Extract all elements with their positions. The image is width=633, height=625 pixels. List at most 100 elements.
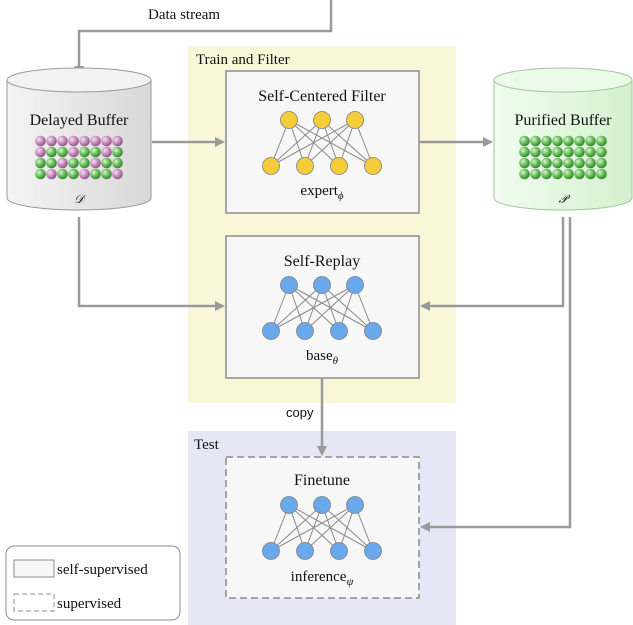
data-sample-ball (541, 146, 552, 158)
data-sample-ball (90, 146, 101, 158)
data-sample-ball (57, 146, 68, 158)
network-node (346, 111, 364, 129)
data-sample-ball (101, 168, 112, 180)
data-sample-ball (574, 157, 585, 169)
data-sample-ball (112, 157, 123, 169)
legend-solid-swatch (13, 559, 55, 578)
data-sample-ball (596, 146, 607, 158)
purified-buffer-balls (519, 135, 607, 180)
data-sample-ball (585, 168, 596, 180)
purified-to-finetune-arrow (420, 217, 572, 532)
legend-supervised-label: supervised (57, 596, 122, 612)
filter-network (262, 111, 382, 175)
finetune-title: Finetune (294, 472, 350, 489)
data-sample-ball (596, 135, 607, 147)
data-sample-ball (46, 168, 57, 180)
legend-dashed-swatch (13, 593, 55, 612)
data-sample-ball (46, 135, 57, 147)
network-edge (270, 504, 356, 552)
data-sample-ball (79, 157, 90, 169)
self-centered-filter-box: Self-Centered Filter expertϕ (225, 70, 420, 214)
data-sample-ball (563, 146, 574, 158)
network-edge (270, 504, 323, 552)
network-node (346, 276, 364, 294)
data-sample-ball (57, 135, 68, 147)
finetune-box: Finetune inferenceψ (225, 456, 420, 599)
data-sample-ball (563, 135, 574, 147)
data-sample-ball (101, 135, 112, 147)
data-sample-ball (574, 146, 585, 158)
network-node (280, 496, 298, 514)
data-sample-ball (79, 168, 90, 180)
network-node (296, 322, 314, 340)
network-edge (270, 284, 356, 332)
data-sample-ball (68, 157, 79, 169)
delayed-buffer-title: Delayed Buffer (30, 112, 129, 129)
delayed-buffer-balls (35, 135, 123, 180)
network-edge (304, 119, 356, 167)
data-sample-ball (79, 135, 90, 147)
data-sample-ball (596, 168, 607, 180)
network-node (296, 157, 314, 175)
test-label: Test (194, 437, 220, 453)
data-sample-ball (90, 157, 101, 169)
data-stream-label: Data stream (148, 7, 220, 23)
data-sample-ball (563, 168, 574, 180)
filter-model-label: expertϕ (300, 183, 343, 202)
network-node (313, 111, 331, 129)
data-sample-ball (35, 135, 46, 147)
data-sample-ball (552, 157, 563, 169)
data-sample-ball (46, 146, 57, 158)
legend-self-supervised-label: self-supervised (57, 562, 148, 578)
network-node (364, 322, 382, 340)
data-sample-ball (519, 157, 530, 169)
data-sample-ball (101, 157, 112, 169)
data-sample-ball (530, 135, 541, 147)
network-edge (270, 284, 323, 332)
data-sample-ball (519, 135, 530, 147)
network-edge (270, 119, 323, 167)
data-stream-arrow (74, 0, 333, 76)
data-sample-ball (68, 135, 79, 147)
data-sample-ball (519, 168, 530, 180)
data-sample-ball (552, 135, 563, 147)
data-sample-ball (90, 168, 101, 180)
network-node (313, 276, 331, 294)
data-sample-ball (585, 157, 596, 169)
train-filter-label: Train and Filter (196, 52, 290, 68)
legend: self-supervised supervised (5, 545, 181, 621)
data-sample-ball (552, 146, 563, 158)
purified-to-replay-arrow (420, 217, 565, 311)
finetune-network (262, 496, 382, 560)
data-sample-ball (90, 135, 101, 147)
network-edge (304, 504, 356, 552)
network-edge (304, 284, 356, 332)
data-sample-ball (35, 168, 46, 180)
network-node (330, 542, 348, 560)
filter-title: Self-Centered Filter (258, 88, 386, 105)
network-node (280, 276, 298, 294)
data-sample-ball (112, 135, 123, 147)
data-sample-ball (596, 157, 607, 169)
purified-buffer-title: Purified Buffer (514, 112, 612, 129)
replay-model-label: baseθ (306, 348, 339, 367)
data-sample-ball (541, 135, 552, 147)
data-sample-ball (530, 146, 541, 158)
data-sample-ball (68, 168, 79, 180)
network-node (296, 542, 314, 560)
network-node (280, 111, 298, 129)
delayed-to-replay-arrow (77, 217, 225, 311)
delayed-buffer: Delayed Buffer 𝒟 (6, 67, 152, 211)
replay-network (262, 276, 382, 340)
network-node (346, 496, 364, 514)
self-replay-box: Self-Replay baseθ (225, 235, 420, 379)
data-sample-ball (35, 157, 46, 169)
network-node (313, 496, 331, 514)
data-sample-ball (563, 157, 574, 169)
data-sample-ball (541, 157, 552, 169)
data-sample-ball (541, 168, 552, 180)
data-sample-ball (585, 146, 596, 158)
data-sample-ball (552, 168, 563, 180)
network-node (262, 542, 280, 560)
